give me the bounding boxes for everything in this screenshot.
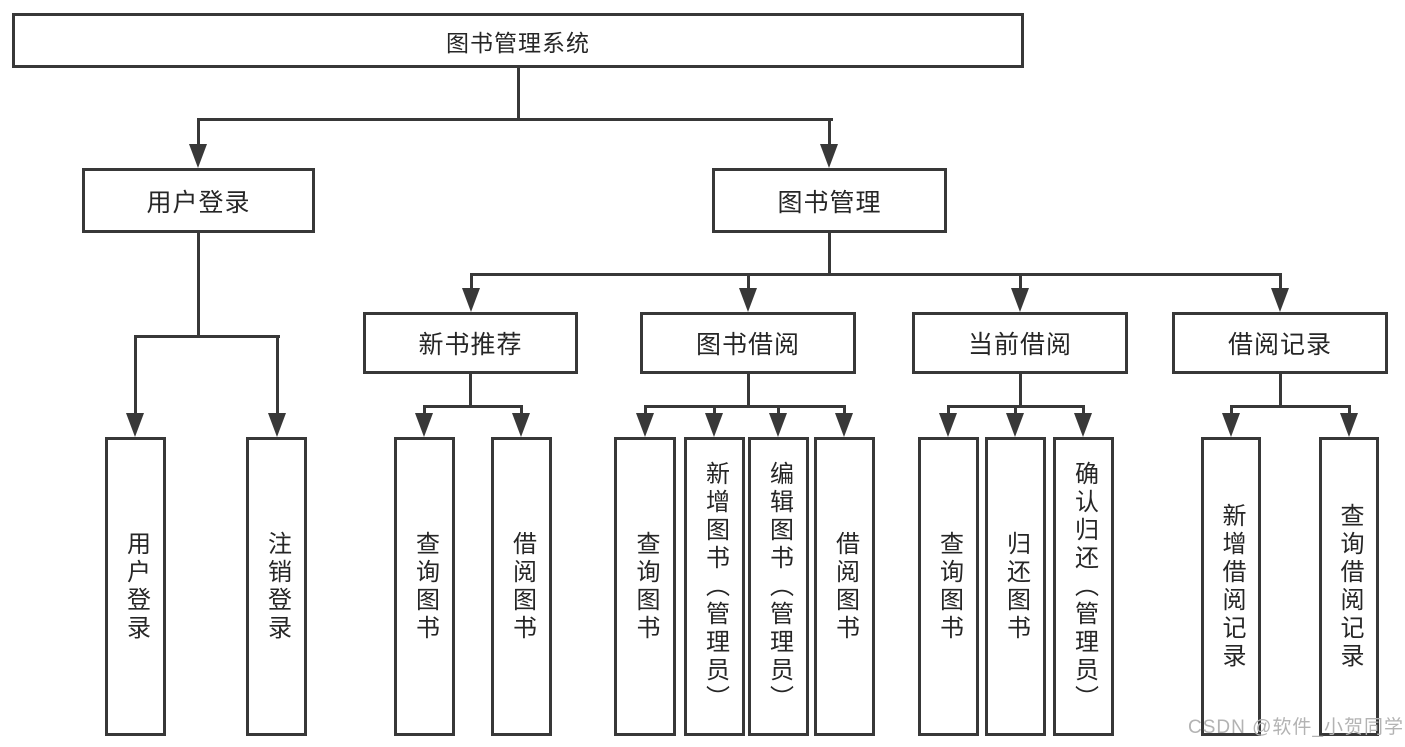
connector-shaft bbox=[1230, 405, 1233, 415]
node-book-borrow-label: 图书借阅 bbox=[695, 331, 800, 359]
connector-stem-book-borrow bbox=[747, 374, 750, 408]
node-book-borrow: 图书借阅 bbox=[640, 312, 856, 374]
connector-shaft bbox=[470, 273, 473, 291]
connector-shaft bbox=[644, 405, 647, 415]
arrowhead-down bbox=[705, 413, 723, 437]
node-user-login-label: 用户登录 bbox=[146, 188, 251, 217]
leaf-confirm-return-admin: 确认归还（管理员） bbox=[1053, 437, 1114, 736]
arrowhead-down bbox=[636, 413, 654, 437]
connector-stem-root bbox=[517, 68, 520, 121]
node-current-borrow-label: 当前借阅 bbox=[967, 331, 1072, 359]
connector-shaft bbox=[423, 405, 426, 415]
arrowhead-down bbox=[268, 413, 286, 437]
leaf-query-books-current-label: 查询图书 bbox=[935, 530, 963, 643]
connector-shaft bbox=[747, 273, 750, 291]
connector-shaft bbox=[947, 405, 950, 415]
connector-branch-borrow-records bbox=[1230, 405, 1351, 408]
leaf-borrow-books: 借阅图书 bbox=[814, 437, 875, 736]
connector-stem-current-borrow bbox=[1019, 374, 1022, 408]
node-book-management-label: 图书管理 bbox=[777, 188, 882, 217]
leaf-edit-book-admin-label: 编辑图书（管理员） bbox=[765, 460, 793, 713]
leaf-add-borrow-record-label: 新增借阅记录 bbox=[1218, 502, 1245, 671]
arrowhead-down bbox=[1011, 288, 1029, 312]
connector-branch-book-management bbox=[470, 273, 1282, 276]
node-current-borrow: 当前借阅 bbox=[912, 312, 1128, 374]
arrowhead-down bbox=[769, 413, 787, 437]
leaf-borrow-books-recommend: 借阅图书 bbox=[491, 437, 552, 736]
arrowhead-down bbox=[1074, 413, 1092, 437]
connector-branch-level1 bbox=[197, 118, 833, 121]
connector-branch-new-book-recommend bbox=[423, 405, 523, 408]
leaf-return-book: 归还图书 bbox=[985, 437, 1046, 736]
leaf-add-book-admin-label: 新增图书（管理员） bbox=[701, 460, 729, 713]
node-root-label: 图书管理系统 bbox=[446, 29, 590, 56]
arrowhead-down bbox=[415, 413, 433, 437]
connector-shaft bbox=[777, 405, 780, 415]
arrowhead-down bbox=[126, 413, 144, 437]
connector-shaft bbox=[197, 118, 200, 146]
connector-shaft bbox=[713, 405, 716, 415]
connector-stem-book-management bbox=[828, 233, 831, 276]
node-new-book-recommend: 新书推荐 bbox=[363, 312, 578, 374]
leaf-add-book-admin: 新增图书（管理员） bbox=[684, 437, 745, 736]
arrowhead-down bbox=[1222, 413, 1240, 437]
leaf-query-borrow-record-label: 查询借阅记录 bbox=[1336, 502, 1363, 671]
connector-shaft bbox=[843, 405, 846, 415]
connector-shaft bbox=[828, 118, 831, 146]
node-user-login: 用户登录 bbox=[82, 168, 315, 233]
leaf-query-books-current: 查询图书 bbox=[918, 437, 979, 736]
node-borrow-records: 借阅记录 bbox=[1172, 312, 1388, 374]
node-borrow-records-label: 借阅记录 bbox=[1227, 331, 1332, 359]
leaf-query-books-recommend: 查询图书 bbox=[394, 437, 455, 736]
leaf-return-book-label: 归还图书 bbox=[1002, 530, 1030, 643]
arrowhead-down bbox=[1006, 413, 1024, 437]
arrowhead-down bbox=[820, 144, 838, 168]
node-book-management: 图书管理 bbox=[712, 168, 947, 233]
leaf-borrow-books-label: 借阅图书 bbox=[831, 530, 859, 643]
arrowhead-down bbox=[1340, 413, 1358, 437]
leaf-user-login-label: 用户登录 bbox=[122, 530, 150, 643]
connector-shaft bbox=[1348, 405, 1351, 415]
leaf-query-books-recommend-label: 查询图书 bbox=[411, 530, 439, 643]
csdn-watermark: CSDN @软件_小贺同学 bbox=[1188, 717, 1404, 738]
node-new-book-recommend-label: 新书推荐 bbox=[418, 331, 523, 359]
node-root: 图书管理系统 bbox=[12, 13, 1024, 68]
leaf-query-borrow-record: 查询借阅记录 bbox=[1319, 437, 1379, 736]
leaf-query-books-borrow: 查询图书 bbox=[614, 437, 676, 736]
connector-shaft bbox=[1279, 273, 1282, 291]
arrowhead-down bbox=[939, 413, 957, 437]
leaf-borrow-books-recommend-label: 借阅图书 bbox=[508, 530, 536, 643]
arrowhead-down bbox=[835, 413, 853, 437]
leaf-confirm-return-admin-label: 确认归还（管理员） bbox=[1070, 460, 1098, 713]
connector-shaft bbox=[276, 335, 279, 415]
leaf-query-books-borrow-label: 查询图书 bbox=[632, 530, 659, 643]
leaf-logout-label: 注销登录 bbox=[263, 530, 291, 643]
connector-branch-book-borrow bbox=[644, 405, 846, 408]
leaf-logout: 注销登录 bbox=[246, 437, 307, 736]
arrowhead-down bbox=[189, 144, 207, 168]
connector-shaft bbox=[1082, 405, 1085, 415]
arrowhead-down bbox=[739, 288, 757, 312]
connector-shaft bbox=[1019, 273, 1022, 291]
connector-shaft bbox=[134, 335, 137, 415]
connector-branch-user-login bbox=[134, 335, 280, 338]
connector-stem-new-book-recommend bbox=[469, 374, 472, 408]
connector-stem-borrow-records bbox=[1279, 374, 1282, 408]
connector-stem-user-login bbox=[197, 233, 200, 338]
arrowhead-down bbox=[1271, 288, 1289, 312]
arrowhead-down bbox=[462, 288, 480, 312]
connector-shaft bbox=[1014, 405, 1017, 415]
leaf-add-borrow-record: 新增借阅记录 bbox=[1201, 437, 1261, 736]
connector-shaft bbox=[520, 405, 523, 415]
leaf-user-login: 用户登录 bbox=[105, 437, 166, 736]
arrowhead-down bbox=[512, 413, 530, 437]
leaf-edit-book-admin: 编辑图书（管理员） bbox=[748, 437, 809, 736]
